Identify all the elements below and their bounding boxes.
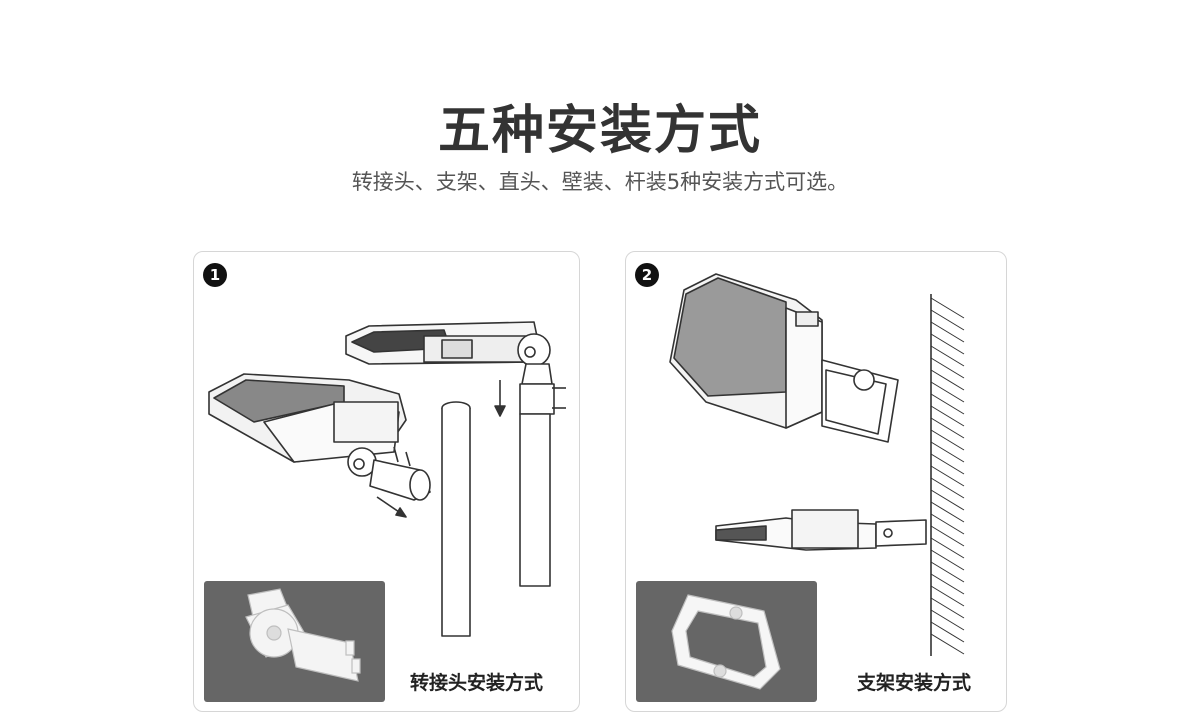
card-caption: 转接头安装方式 <box>410 672 544 694</box>
step-number-badge: 2 <box>635 263 659 287</box>
card-caption: 支架安装方式 <box>857 672 972 694</box>
page-title: 五种安装方式 <box>437 101 762 161</box>
adapter-photo-thumbnail <box>204 581 385 702</box>
bracket-mount-illustration <box>669 273 965 656</box>
wall-hatching <box>930 297 965 655</box>
page-subtitle: 转接头、支架、直头、壁装、杆装5种安装方式可选。 <box>351 170 849 194</box>
step-number-badge: 1 <box>203 263 227 287</box>
bracket-photo-thumbnail <box>636 581 817 702</box>
installation-card-bracket: 2 <box>625 251 1007 712</box>
adapter-mount-illustration <box>208 321 566 637</box>
installation-card-adapter: 1 <box>193 251 580 712</box>
